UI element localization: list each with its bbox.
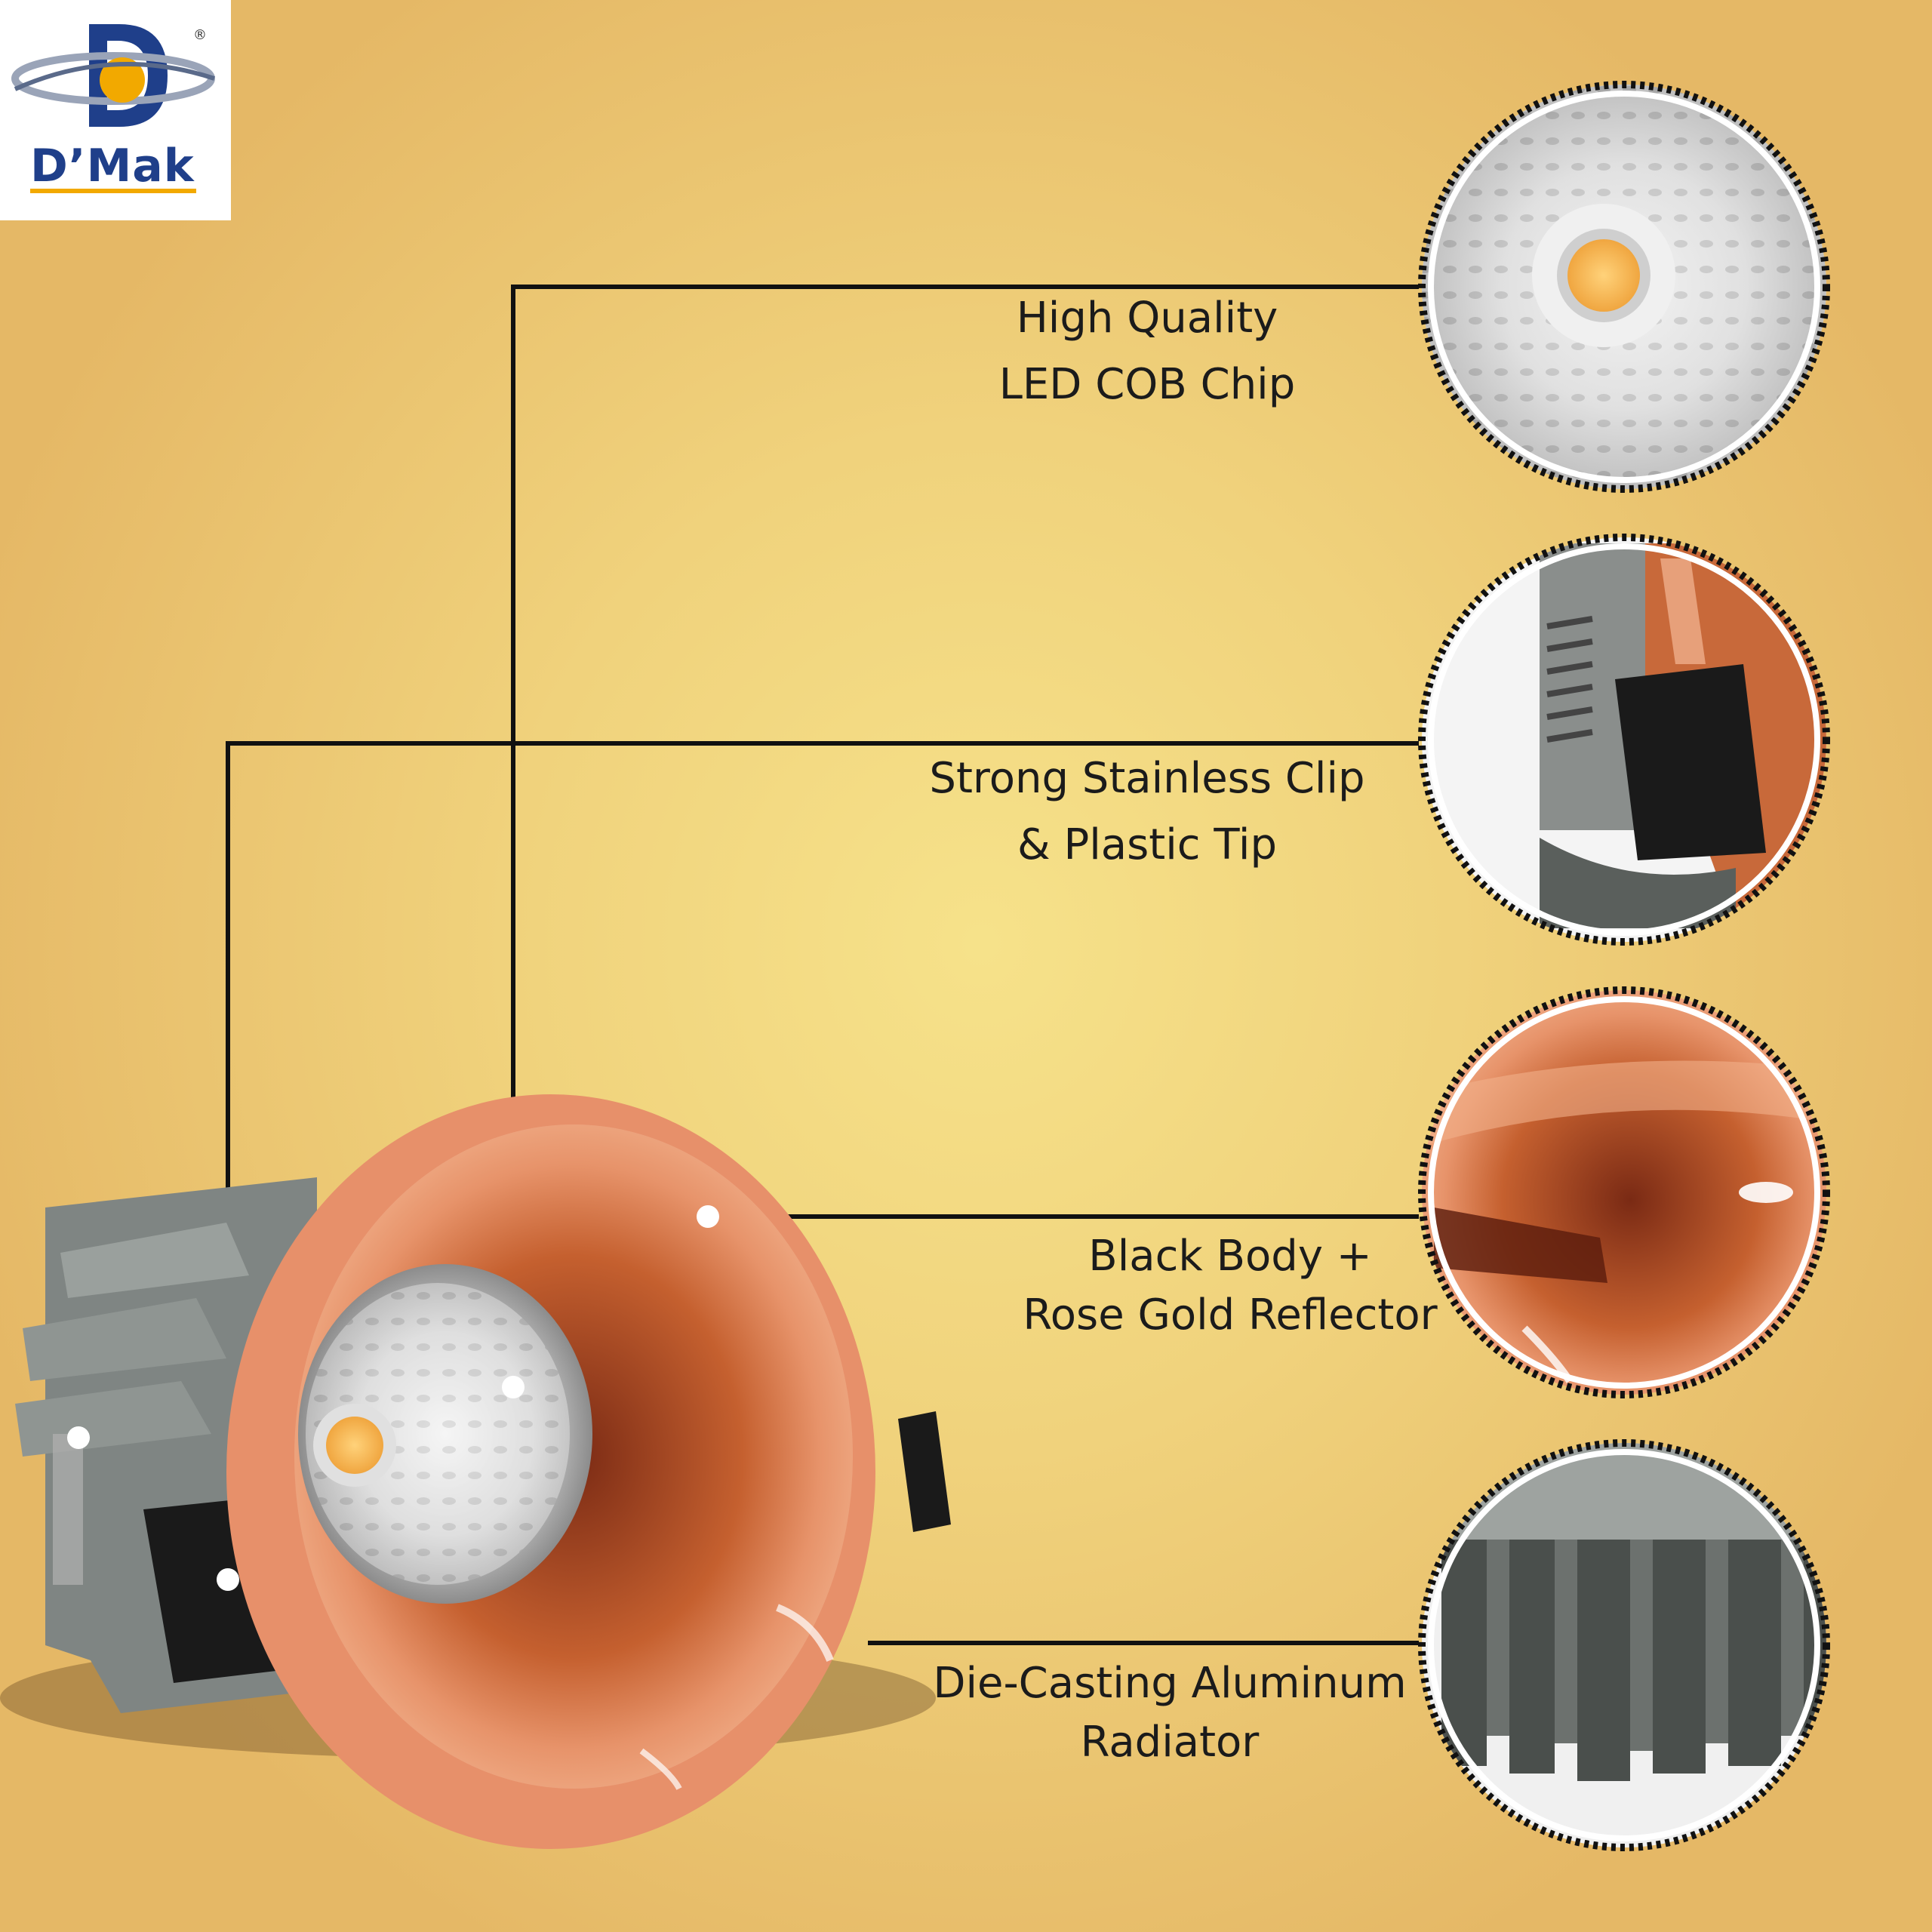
registered-mark: ® — [193, 27, 207, 43]
brand-logo-mark-icon — [11, 24, 215, 193]
brand-logo[interactable]: D’Mak ® — [0, 0, 231, 220]
callout-line-1: Black Body + — [1088, 1232, 1372, 1281]
callout-clip: Strong Stainless Clip & Plastic Tip — [875, 746, 1419, 878]
callout-cob-chip: High Quality LED COB Chip — [883, 285, 1411, 418]
callout-line-1: Die-Casting Aluminum — [933, 1659, 1407, 1708]
callout-line-2: Radiator — [1080, 1718, 1260, 1767]
radiator-closeup-image — [1418, 1439, 1830, 1851]
callout-line-2: Rose Gold Reflector — [1023, 1291, 1438, 1340]
callout-line-2: & Plastic Tip — [1017, 820, 1277, 869]
callout-line-2: LED COB Chip — [998, 360, 1296, 409]
cob-chip — [326, 1417, 383, 1474]
clip-closeup-image — [1418, 534, 1830, 946]
callout-reflector: Black Body + Rose Gold Reflector — [996, 1227, 1464, 1345]
marker-dots — [67, 1205, 719, 1591]
callout-radiator: Die-Casting Aluminum Radiator — [898, 1654, 1441, 1772]
callout-line-1: High Quality — [1016, 294, 1278, 343]
cob-chip-closeup-image — [1418, 81, 1830, 493]
callout-line-1: Strong Stainless Clip — [929, 754, 1365, 803]
reflector-closeup-image — [1418, 986, 1830, 1398]
brand-name: D’Mak — [30, 140, 195, 192]
